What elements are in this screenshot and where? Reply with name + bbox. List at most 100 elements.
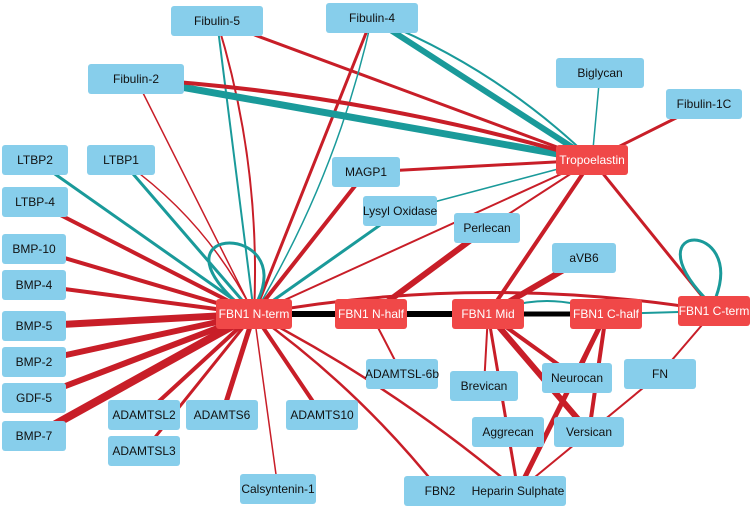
node-label-neurocan: Neurocan (551, 371, 603, 385)
node-box-ltbp1 (87, 145, 155, 175)
edge-fibulin5-nterm (216, 20, 255, 315)
node-box-adamtsl2 (108, 400, 180, 430)
node-bmp2: BMP-2 (2, 347, 66, 377)
node-ltbp1: LTBP1 (87, 145, 155, 175)
edge-nterm-cterm (252, 291, 716, 316)
node-biglycan: Biglycan (556, 58, 644, 88)
node-box-versican (554, 417, 624, 447)
node-box-avb6 (552, 243, 616, 273)
node-box-calsyntenin (240, 474, 316, 504)
node-label-adamtsl6b: ADAMTSL-6b (365, 367, 439, 381)
node-label-mid: FBN1 Mid (461, 307, 514, 321)
node-bmp10: BMP-10 (2, 234, 66, 264)
edge-cterm-cterm (679, 238, 723, 299)
edge-fibulin5-tropo (215, 19, 594, 162)
node-adamtsl2: ADAMTSL2 (108, 400, 180, 430)
node-box-adamts10 (286, 400, 358, 430)
node-label-fibulin4: Fibulin-4 (349, 11, 395, 25)
node-box-gdf5 (2, 383, 66, 413)
node-label-nhalf: FBN1 N-half (338, 307, 405, 321)
edge-heparin-nterm (252, 312, 520, 493)
edge-fibulin2-nterm (135, 78, 255, 315)
node-calsyntenin: Calsyntenin-1 (240, 474, 316, 504)
node-label-tropo: Tropoelastin (559, 153, 625, 167)
node-ltbp2: LTBP2 (2, 145, 68, 175)
node-aggrecan: Aggrecan (472, 417, 544, 447)
node-box-mid (452, 299, 524, 329)
edge-tropo-nterm (253, 159, 593, 315)
node-label-adamts6: ADAMTS6 (194, 408, 251, 422)
node-fibulin2: Fibulin-2 (88, 64, 184, 94)
node-label-nterm: FBN1 N-term (219, 307, 290, 321)
edge-bmp7-nterm (30, 310, 258, 440)
node-perlecan: Perlecan (454, 213, 520, 243)
node-label-bmp4: BMP-4 (16, 278, 53, 292)
node-brevican: Brevican (450, 371, 518, 401)
node-box-neurocan (542, 363, 612, 393)
node-box-bmp4 (2, 270, 66, 300)
edge-tropo-mid (486, 158, 594, 316)
node-ltbp4: LTBP-4 (2, 187, 68, 217)
node-label-avb6: aVB6 (569, 251, 599, 265)
edge-ltbp1-nterm (119, 158, 256, 316)
node-box-tropo (556, 145, 628, 175)
node-box-fbn2 (404, 476, 476, 506)
node-magp1: MAGP1 (332, 157, 400, 187)
node-box-fibulin5 (171, 6, 263, 36)
node-box-nhalf (335, 299, 407, 329)
edge-fibulin4-tropo (369, 15, 595, 163)
node-cterm: FBN1 C-term (678, 296, 750, 326)
node-box-adamts6 (186, 400, 258, 430)
node-bmp4: BMP-4 (2, 270, 66, 300)
edge-fbn2-nterm (252, 312, 442, 493)
node-box-bmp7 (2, 421, 66, 451)
node-box-fn (624, 359, 696, 389)
node-label-calsyntenin: Calsyntenin-1 (241, 482, 315, 496)
node-label-fibulin1c: Fibulin-1C (677, 97, 732, 111)
node-label-chalf: FBN1 C-half (573, 307, 640, 321)
node-versican: Versican (554, 417, 624, 447)
node-box-lox (363, 196, 437, 226)
node-label-adamtsl2: ADAMTSL2 (112, 408, 176, 422)
node-fibulin4: Fibulin-4 (326, 3, 418, 33)
node-label-bmp2: BMP-2 (16, 355, 53, 369)
node-label-brevican: Brevican (461, 379, 508, 393)
node-fibulin5: Fibulin-5 (171, 6, 263, 36)
node-label-bmp10: BMP-10 (12, 242, 56, 256)
node-heparin: Heparin Sulphate (470, 476, 566, 506)
edge-fibulin5-nterm (216, 20, 256, 315)
edge-adamts10-nterm (252, 312, 324, 417)
node-bmp5: BMP-5 (2, 311, 66, 341)
edge-fibulin4-nterm (252, 16, 374, 316)
edge-calsyntenin-nterm (253, 313, 279, 490)
node-label-versican: Versican (566, 425, 612, 439)
edge-ltbp2-nterm (33, 158, 256, 316)
node-box-ltbp2 (2, 145, 68, 175)
node-label-fibulin2: Fibulin-2 (113, 72, 159, 86)
node-adamts10: ADAMTS10 (286, 400, 358, 430)
node-box-chalf (570, 299, 642, 329)
node-box-brevican (450, 371, 518, 401)
node-label-ltbp2: LTBP2 (17, 153, 53, 167)
node-box-fibulin2 (88, 64, 184, 94)
node-box-aggrecan (472, 417, 544, 447)
edge-heparin-mid (486, 312, 520, 493)
edge-magp1-nterm (252, 170, 368, 316)
node-label-lox: Lysyl Oxidase (363, 204, 438, 218)
edge-fibulin4-nterm (253, 17, 373, 315)
edge-adamtsl3-nterm (142, 312, 256, 453)
node-gdf5: GDF-5 (2, 383, 66, 413)
node-label-heparin: Heparin Sulphate (472, 484, 565, 498)
node-adamtsl3: ADAMTSL3 (108, 436, 180, 466)
node-neurocan: Neurocan (542, 363, 612, 393)
node-avb6: aVB6 (552, 243, 616, 273)
edge-fibulin2-tropo (132, 75, 596, 164)
node-label-gdf5: GDF-5 (16, 391, 52, 405)
node-label-bmp5: BMP-5 (16, 319, 53, 333)
node-adamts6: ADAMTS6 (186, 400, 258, 430)
node-label-magp1: MAGP1 (345, 165, 387, 179)
node-label-ltbp4: LTBP-4 (15, 195, 55, 209)
node-mid: FBN1 Mid (452, 299, 524, 329)
